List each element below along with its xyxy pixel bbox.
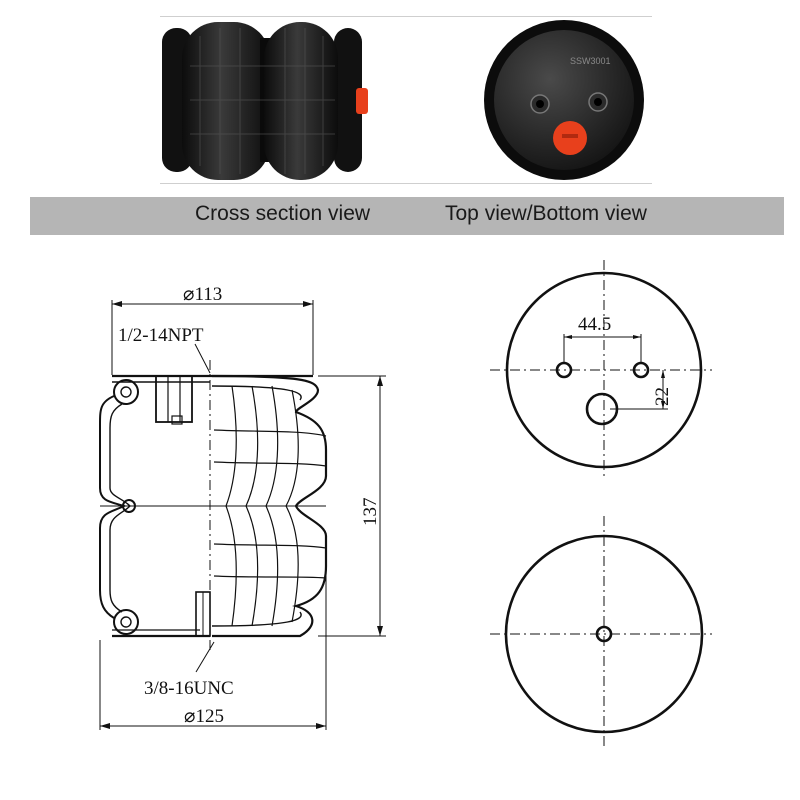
mount-hole-right [632,361,650,379]
bottom-diameter-label: ⌀125 [184,706,224,727]
photo-bottom-rule [160,183,652,184]
cross-section-drawing: ⌀113 1/2-14NPT [99,284,386,730]
hole-offset-label: 22 [652,387,673,406]
side-photo [162,22,368,180]
top-bottom-view-label: Top view/Bottom view [445,202,647,225]
cross-section-label: Cross section view [195,202,371,225]
photo-top-rule [160,16,652,17]
top-photo: SSW3001 [484,20,644,180]
top-view-drawing: 44.5 22 [490,260,712,480]
top-port-label: 1/2-14NPT [118,325,204,346]
cap-part-number: SSW3001 [570,56,611,66]
hole-spacing-label: 44.5 [578,314,611,335]
air-fitting-side [356,88,368,114]
technical-drawing: ⌀113 1/2-14NPT [99,260,712,746]
product-photos: SSW3001 [162,20,644,180]
bottom-view-drawing [490,516,712,746]
mount-hole-left [555,361,573,379]
bottom-stud-hole [595,625,613,643]
view-banner: Cross section view Top view/Bottom view [30,197,784,235]
bottom-thread-label: 3/8-16UNC [144,678,234,699]
top-diameter-label: ⌀113 [183,284,222,305]
height-label: 137 [360,498,381,527]
